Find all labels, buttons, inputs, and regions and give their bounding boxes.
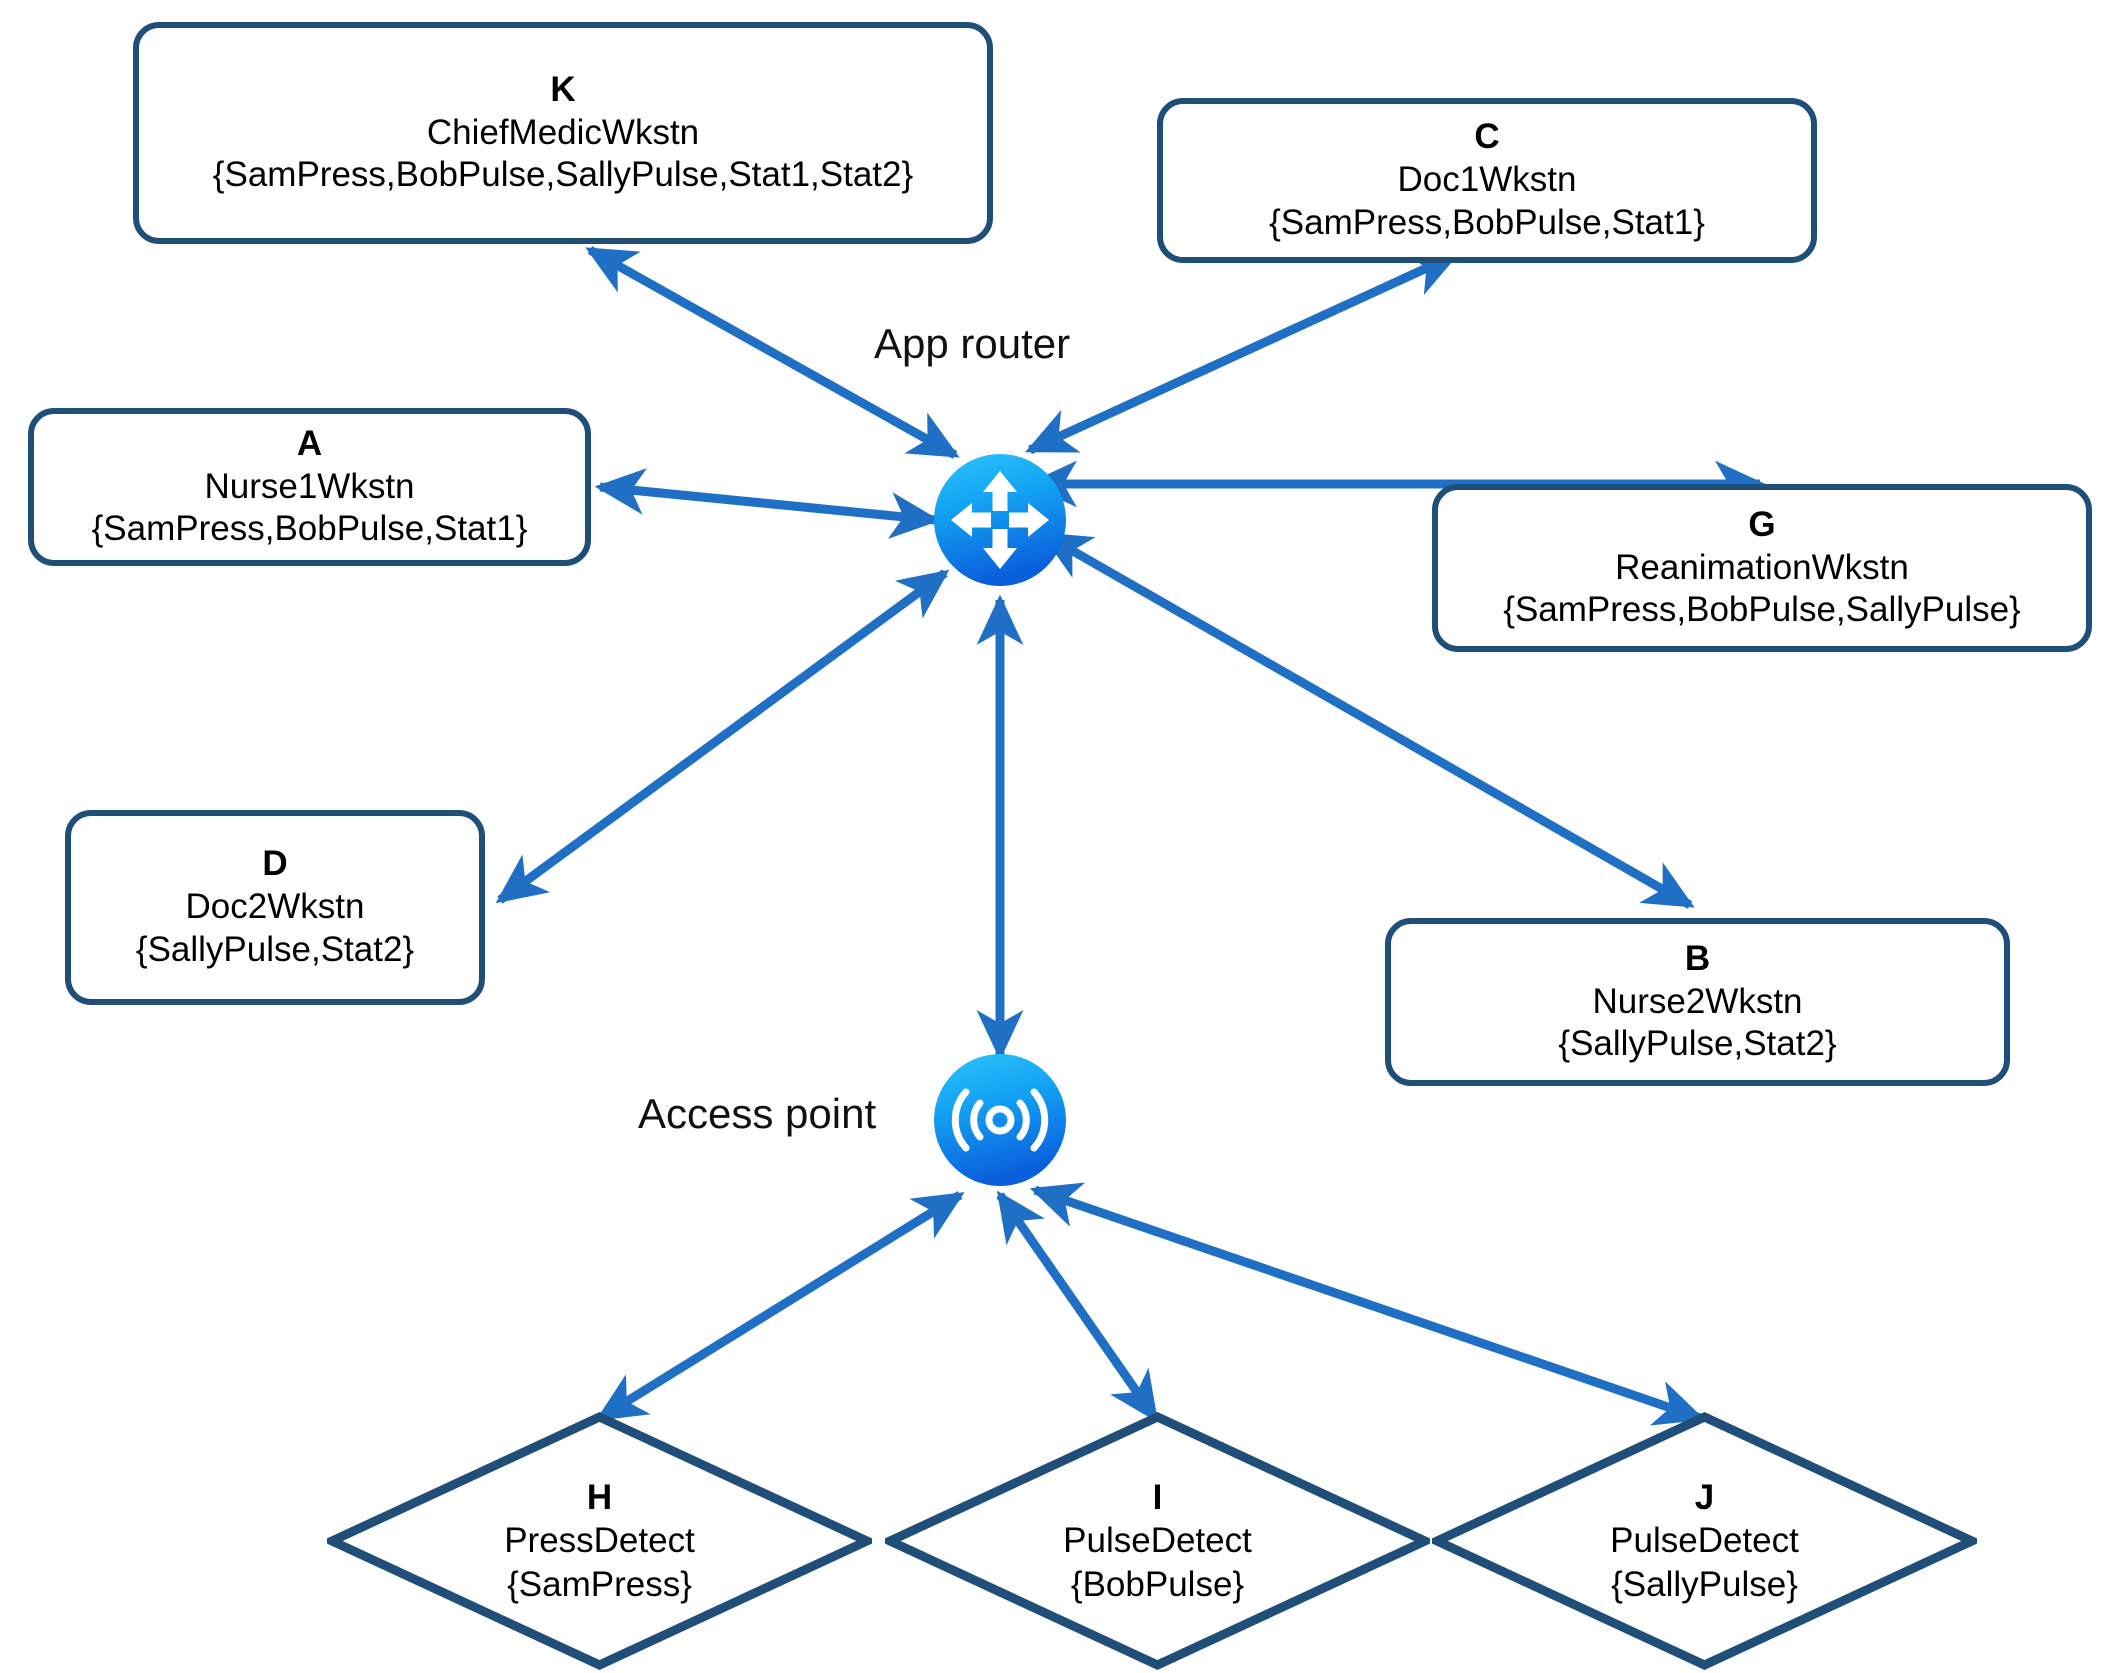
node-D-id: D: [262, 844, 288, 884]
edge-D-router: [495, 569, 950, 904]
node-I-shape: [885, 1412, 1430, 1670]
edge-K-router: [585, 246, 960, 459]
edge-B-router: [1040, 531, 1695, 909]
node-I[interactable]: I PulseDetect {BobPulse}: [885, 1412, 1430, 1670]
node-H[interactable]: H PressDetect {SamPress}: [327, 1412, 872, 1670]
node-G-id: G: [1748, 504, 1776, 544]
node-C-name: Doc1Wkstn: [1397, 160, 1577, 200]
node-G-set: {SamPress,BobPulse,SallyPulse}: [1503, 590, 2021, 630]
node-D-set: {SallyPulse,Stat2}: [135, 929, 415, 969]
node-K-set: {SamPress,BobPulse,SallyPulse,Stat1,Stat…: [212, 155, 914, 195]
node-K-name: ChiefMedicWkstn: [426, 112, 700, 152]
node-D-name: Doc2Wkstn: [185, 887, 365, 927]
node-D[interactable]: D Doc2Wkstn {SallyPulse,Stat2}: [65, 810, 485, 1005]
node-J[interactable]: J PulseDetect {SallyPulse}: [1432, 1412, 1977, 1670]
access-point-caption: Access point: [638, 1090, 877, 1137]
node-J-shape: [1432, 1412, 1977, 1670]
node-B[interactable]: B Nurse2Wkstn {SallyPulse,Stat2}: [1385, 918, 2010, 1086]
node-A-name: Nurse1Wkstn: [204, 466, 415, 506]
node-H-shape: [327, 1412, 872, 1670]
node-C-set: {SamPress,BobPulse,Stat1}: [1269, 202, 1705, 242]
node-A-set: {SamPress,BobPulse,Stat1}: [91, 509, 528, 549]
node-B-id: B: [1684, 938, 1711, 978]
router-icon: [934, 454, 1066, 586]
node-A[interactable]: A Nurse1Wkstn {SamPress,BobPulse,Stat1}: [28, 408, 591, 566]
node-G-name: ReanimationWkstn: [1615, 547, 1909, 587]
node-K-id: K: [550, 69, 576, 109]
app-router-device[interactable]: [933, 453, 1067, 587]
node-C-id: C: [1474, 117, 1500, 157]
wifi-access-point-icon: [934, 1054, 1066, 1186]
edge-C-router: [1025, 250, 1460, 455]
node-B-set: {SallyPulse,Stat2}: [1558, 1024, 1837, 1064]
node-A-id: A: [296, 423, 323, 463]
edge-J-ap: [1029, 1182, 1706, 1426]
access-point-device[interactable]: [933, 1053, 1067, 1187]
node-G[interactable]: G ReanimationWkstn {SamPress,BobPulse,Sa…: [1432, 484, 2092, 652]
edge-A-router: [594, 468, 941, 539]
app-router-caption: App router: [874, 320, 1071, 367]
node-K[interactable]: K ChiefMedicWkstn {SamPress,BobPulse,Sal…: [133, 22, 993, 244]
edge-I-ap: [996, 1190, 1159, 1423]
node-B-name: Nurse2Wkstn: [1592, 981, 1803, 1021]
edge-H-ap: [595, 1191, 965, 1422]
node-C[interactable]: C Doc1Wkstn {SamPress,BobPulse,Stat1}: [1157, 98, 1817, 263]
